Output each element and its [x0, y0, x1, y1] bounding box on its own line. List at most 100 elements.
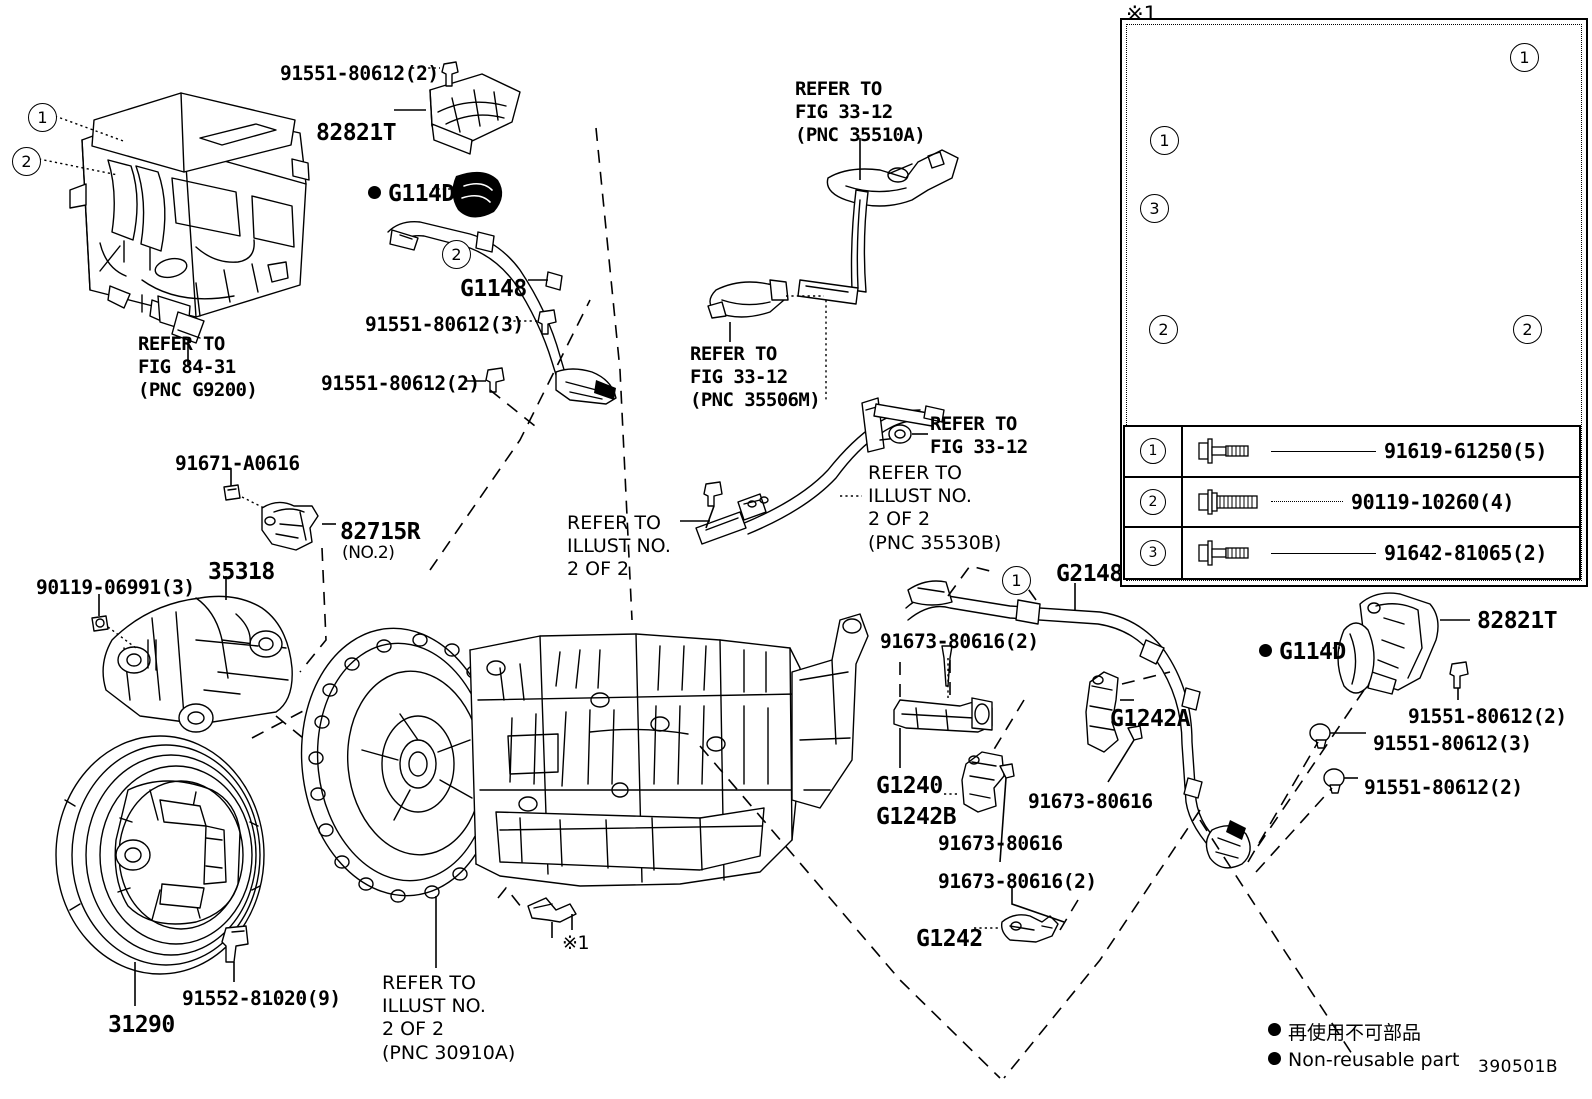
inset-callout-1-1: 1 [1150, 126, 1179, 155]
screw-91551-r3 [1323, 768, 1345, 794]
label-82821t-left: 82821T [316, 120, 397, 146]
screw-91673-mid [1127, 725, 1143, 741]
label-31290: 31290 [108, 1012, 175, 1038]
shift-cable-35510a-art [707, 149, 959, 319]
legend-part-number: 91642-81065(2) [1384, 541, 1547, 566]
label-82715r-sub: (NO.2) [342, 543, 395, 563]
legend-leader-line [1271, 501, 1343, 503]
mount-35318-art [102, 595, 293, 733]
label-refer-fig33-12-35510a: REFER TO FIG 33-12 (PNC 35510A) [795, 78, 926, 147]
label-91551-80612-3-left: 91551-80612(3) [365, 313, 524, 336]
label-refer-fig33-12-35506m: REFER TO FIG 33-12 (PNC 35506M) [690, 343, 821, 412]
label-91551-80612-2-r2: 91551-80612(2) [1364, 776, 1523, 799]
callout-badge: 2 [1140, 488, 1166, 515]
bracket-82715r-art [261, 501, 319, 551]
flange-bolt-icon [1197, 540, 1269, 566]
label-refer-illust-2of2-center: REFER TO ILLUST NO. 2 OF 2 [567, 512, 671, 581]
callout-1-inverter: 1 [28, 103, 57, 132]
label-91673-80616-mid: 91673-80616 [1028, 790, 1153, 813]
filled-circle-icon [1268, 1023, 1281, 1036]
leader-callout1-inverter [54, 115, 127, 143]
screw-91551-r1 [1449, 661, 1469, 689]
label-g1242a: G1242A [1110, 706, 1191, 732]
legend-bolt-cell: 91642-81065(2) [1183, 540, 1579, 566]
label-g1242b: G1242B [876, 804, 957, 830]
assembly-line-harness-1 [947, 565, 995, 597]
label-91551-80612-2-top: 91551-80612(2) [280, 62, 439, 85]
callout-1-harness: 1 [1002, 566, 1031, 595]
label-g114d-right-text: G114D [1279, 639, 1346, 665]
label-91673-80616-low: 91673-80616 [938, 832, 1063, 855]
assembly-line-82715r [299, 547, 327, 673]
label-g1148: G1148 [460, 276, 527, 302]
legend-bolt-cell: 91619-61250(5) [1183, 438, 1579, 464]
stud-bolt-icon [1197, 489, 1269, 515]
shift-cable-35530b-art [695, 397, 945, 545]
screw-91551-2-left [485, 367, 505, 393]
legend-callout-number: 1 [1125, 427, 1183, 476]
label-91671-a0616: 91671-A0616 [175, 452, 300, 475]
gasket-g114d-right-art [1337, 622, 1375, 694]
screw-91551-top [441, 61, 459, 87]
assembly-line-bottom-right [1003, 809, 1201, 1079]
washer-bolt-fig3312 [888, 424, 912, 444]
callout-badge: 3 [1140, 540, 1166, 567]
figure-id: 390501B [1478, 1057, 1559, 1077]
label-refer-fig84-31: REFER TO FIG 84-31 (PNC G9200) [138, 333, 258, 402]
label-91551-80612-3-r: 91551-80612(3) [1373, 732, 1532, 755]
label-91673-80616-2-upper: 91673-80616(2) [880, 630, 1039, 653]
label-91551-80612-2-r1: 91551-80612(2) [1408, 705, 1567, 728]
inset-callout-1-0: 1 [1510, 43, 1539, 72]
label-90119-06991-3: 90119-06991(3) [36, 576, 195, 599]
label-82715r: 82715R [340, 519, 421, 545]
label-82821t-right: 82821T [1477, 608, 1558, 634]
filled-circle-icon [1259, 644, 1272, 657]
note-non-reusable-en: Non-reusable part [1268, 1049, 1459, 1071]
harness-g2148-art [905, 580, 1251, 869]
clip-91671-a0616 [223, 484, 241, 501]
grommet-g114d-left-art [452, 171, 503, 218]
label-refer-illust-2of2-30910a: REFER TO ILLUST NO. 2 OF 2 (PNC 30910A) [382, 972, 516, 1064]
callout-2-cable: 2 [442, 240, 471, 269]
label-91551-80612-2-left: 91551-80612(2) [321, 372, 480, 395]
cover-82821t-right-art [1359, 592, 1439, 695]
note-non-reusable-jp: 再使用不可部品 [1268, 1018, 1459, 1045]
label-refer-illust-2of2-35530b: REFER TO ILLUST NO. 2 OF 2 (PNC 35530B) [868, 462, 1002, 554]
label-91552-81020-9: 91552-81020(9) [182, 987, 341, 1010]
bracket-g1242b-art [961, 751, 1005, 813]
assembly-line-cable [429, 299, 591, 571]
transmission-housing-art [300, 613, 869, 903]
bracket-g1242a-art [1085, 671, 1119, 753]
clamp-g1242-art [1000, 914, 1059, 943]
legend-leader-line [1271, 552, 1376, 554]
filled-circle-icon [368, 186, 381, 199]
legend-bolt-cell: 90119-10260(4) [1183, 489, 1579, 515]
legend-part-number: 91619-61250(5) [1384, 439, 1547, 464]
label-g1240: G1240 [876, 773, 943, 799]
footer-notes: 再使用不可部品 Non-reusable part [1268, 1018, 1459, 1075]
label-g114d-left-text: G114D [388, 181, 455, 207]
cover-82821t-left-art [429, 73, 521, 155]
bottom-marker-label: ※1 [562, 932, 590, 954]
inset-callout-2-4: 2 [1513, 315, 1542, 344]
label-g114d-left: G114D [368, 180, 455, 208]
legend-part-number: 90119-10260(4) [1351, 489, 1514, 514]
assembly-line-left-cover [595, 127, 633, 621]
label-g1242: G1242 [916, 926, 983, 952]
flange-bolt-icon [1197, 438, 1269, 464]
bracket-g1240-art [893, 697, 993, 733]
cable-g1148-art [387, 221, 617, 405]
nut-90119-06991 [91, 615, 109, 632]
label-refer-fig33-12-right: REFER TO FIG 33-12 [930, 413, 1028, 459]
callout-2-inverter: 2 [12, 147, 41, 176]
bolt-91552-81020 [221, 925, 249, 963]
inset-callout-3-2: 3 [1140, 194, 1169, 223]
label-91673-80616-2-low: 91673-80616(2) [938, 870, 1097, 893]
callout-badge: 1 [1140, 438, 1166, 465]
legend-callout-number: 2 [1125, 477, 1183, 526]
assembly-line-main-bottom [699, 745, 1001, 1079]
label-g114d-right: G114D [1259, 638, 1346, 666]
torque-converter-31290-art [55, 735, 265, 975]
legend-row: 3 91642-81065(2) [1125, 528, 1579, 579]
